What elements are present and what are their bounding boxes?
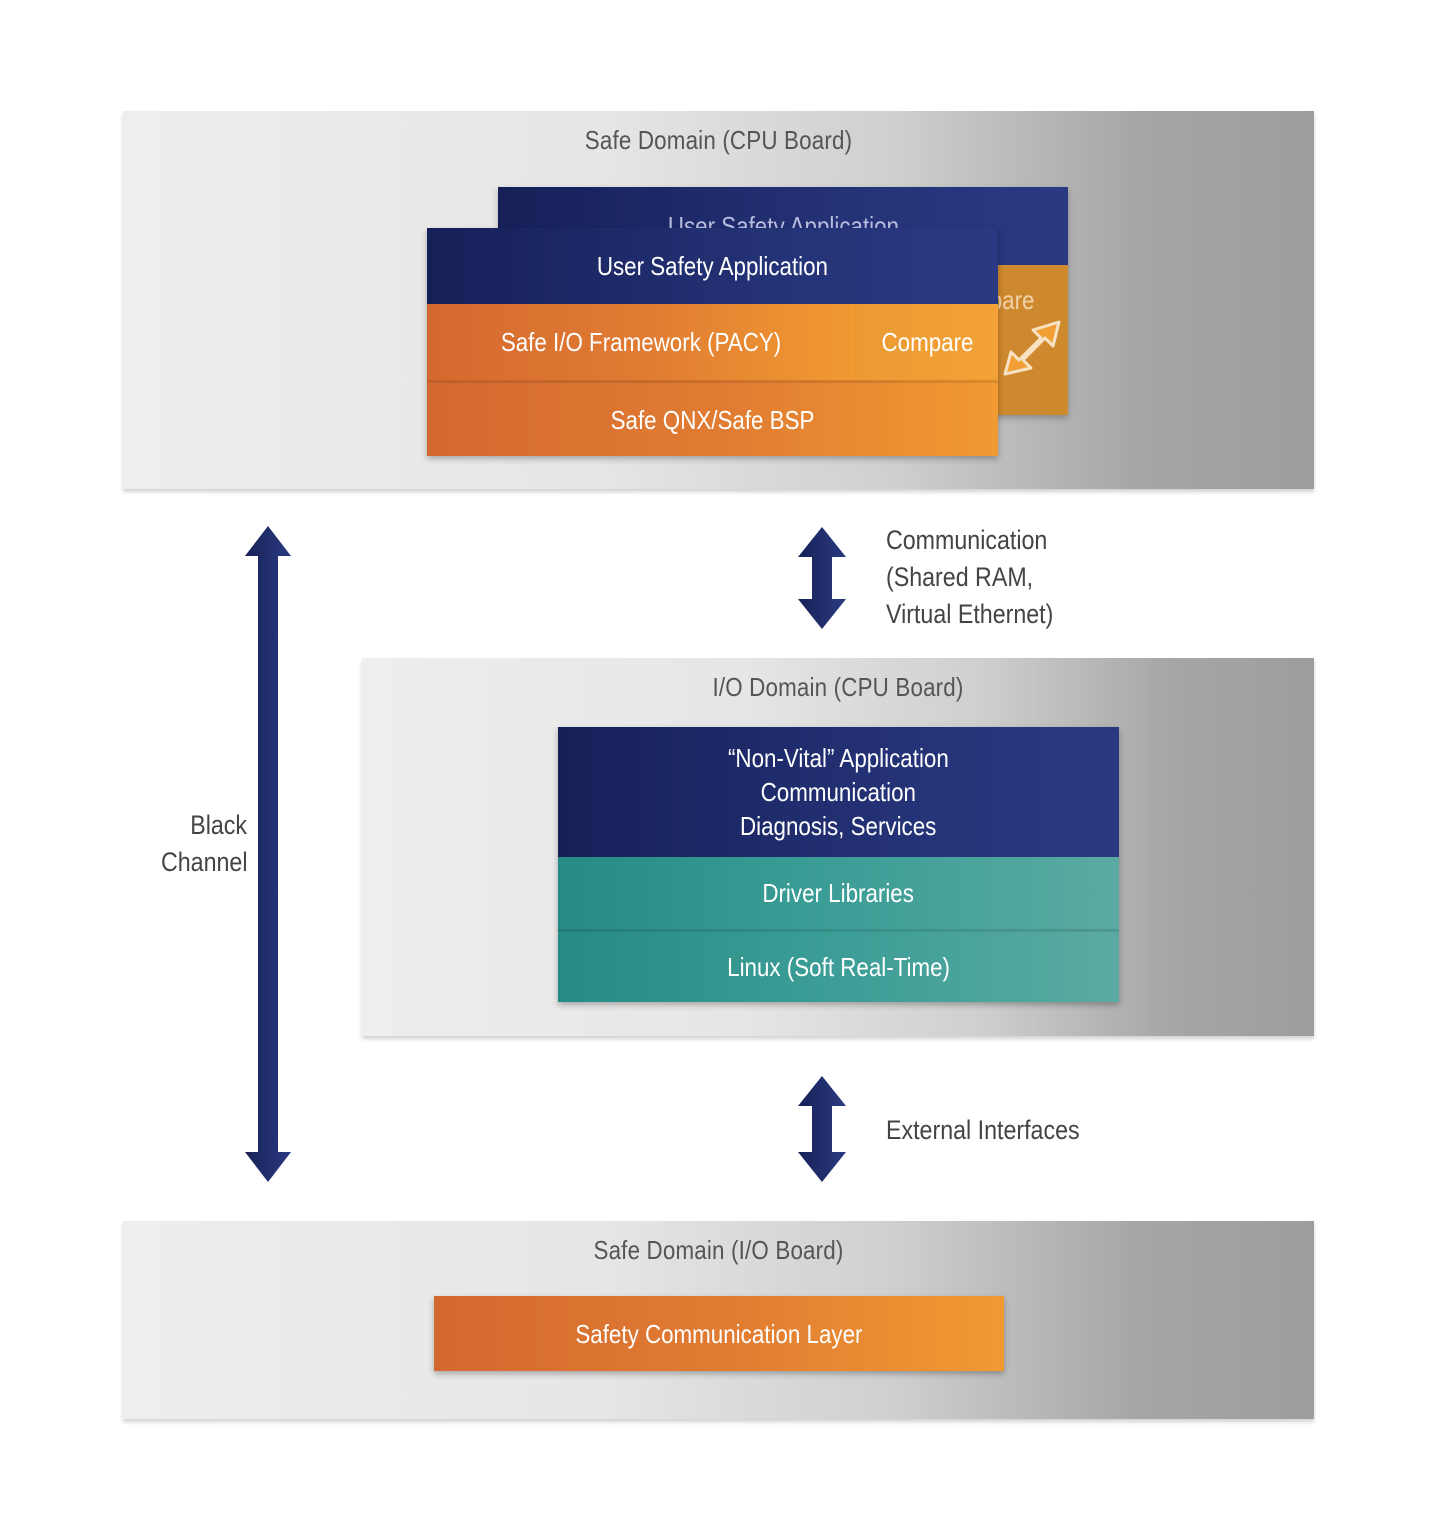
user-safety-application-block: User Safety Application bbox=[427, 228, 998, 304]
linux-block: Linux (Soft Real-Time) bbox=[558, 929, 1119, 1002]
safe-qnx-bsp-block: Safe QNX/Safe BSP bbox=[427, 380, 998, 456]
safety-communication-layer-block: Safety Communication Layer bbox=[434, 1296, 1004, 1371]
black-channel-label: Black Channel bbox=[161, 810, 248, 877]
compare-exchange-arrow-icon bbox=[1003, 320, 1061, 376]
black-channel-arrow-icon bbox=[245, 526, 291, 1182]
io-domain-cpu-panel: I/O Domain (CPU Board) “Non-Vital” Appli… bbox=[362, 658, 1314, 1036]
safe-io-framework-block: Safe I/O Framework (PACY) bbox=[427, 304, 855, 380]
safe-domain-io-panel: Safe Domain (I/O Board) Safety Communica… bbox=[123, 1221, 1314, 1419]
communication-label: Communication (Shared RAM, Virtual Ether… bbox=[886, 525, 1054, 629]
safe-domain-cpu-panel: Safe Domain (CPU Board) User Safety Appl… bbox=[123, 111, 1314, 489]
external-interfaces-arrow-icon bbox=[798, 1076, 846, 1182]
compare-block: Compare bbox=[855, 304, 998, 380]
external-interfaces-label: External Interfaces bbox=[886, 1115, 1080, 1145]
driver-libraries-block: Driver Libraries bbox=[558, 857, 1119, 929]
safe-domain-io-title: Safe Domain (I/O Board) bbox=[593, 1235, 844, 1265]
front-stack: User Safety Application Safe I/O Framewo… bbox=[427, 228, 998, 456]
io-stack: “Non-Vital” Application Communication Di… bbox=[558, 727, 1119, 1002]
io-domain-cpu-title: I/O Domain (CPU Board) bbox=[712, 672, 964, 702]
communication-arrow-icon bbox=[798, 527, 846, 629]
safe-domain-cpu-title: Safe Domain (CPU Board) bbox=[584, 125, 853, 155]
non-vital-application-block: “Non-Vital” Application Communication Di… bbox=[558, 727, 1119, 857]
